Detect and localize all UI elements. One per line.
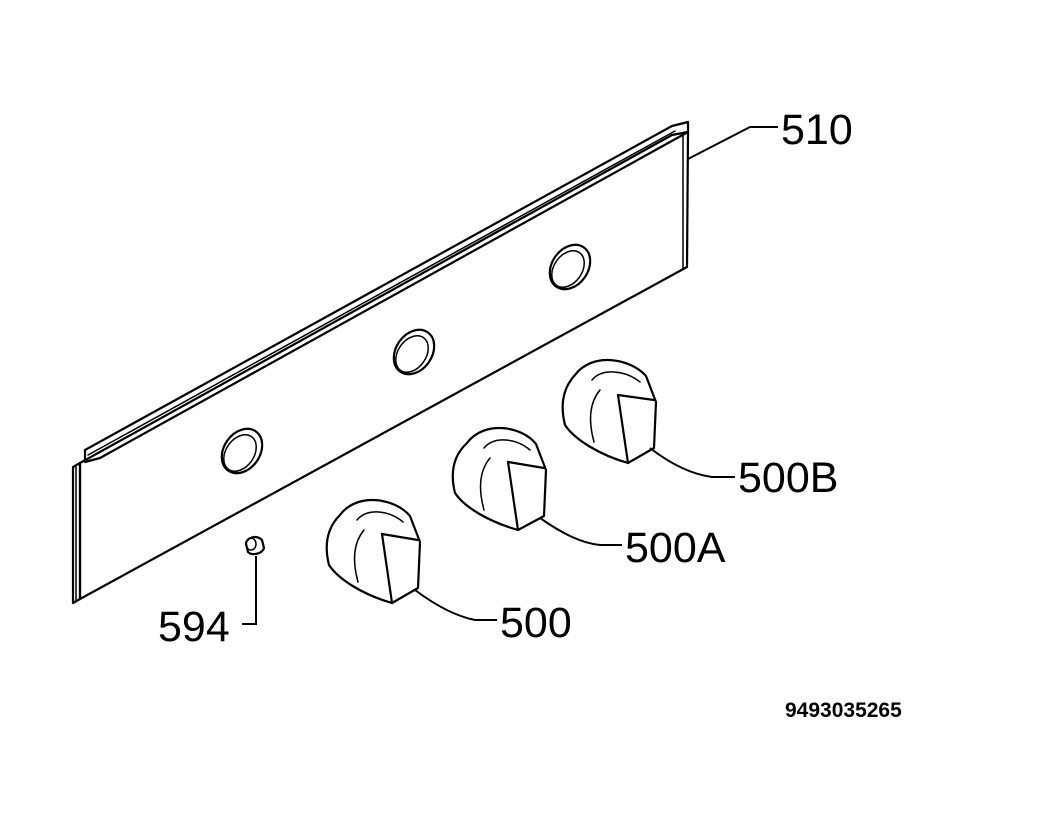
callout-label-510: 510 <box>781 106 853 154</box>
panel-knob-hole-left <box>220 427 264 475</box>
control-knob-500 <box>325 499 422 605</box>
panel-knob-hole-right <box>548 243 592 291</box>
leader-line-500a <box>539 517 622 546</box>
leader-line-510 <box>687 126 778 160</box>
callout-label-594: 594 <box>158 603 230 651</box>
control-panel-part <box>71 120 690 605</box>
control-knob-500b <box>561 359 658 465</box>
callout-label-500a: 500A <box>625 524 726 572</box>
leader-line-594 <box>242 556 257 625</box>
spindle-part-594 <box>244 535 266 556</box>
callout-label-500b: 500B <box>738 454 838 502</box>
leader-line-500b <box>649 447 735 478</box>
control-knob-500a <box>451 427 548 532</box>
leader-line-500 <box>414 589 497 621</box>
callout-label-500: 500 <box>500 599 572 647</box>
panel-knob-hole-middle <box>392 328 436 376</box>
diagram-reference-code: 9493035265 <box>785 699 902 722</box>
